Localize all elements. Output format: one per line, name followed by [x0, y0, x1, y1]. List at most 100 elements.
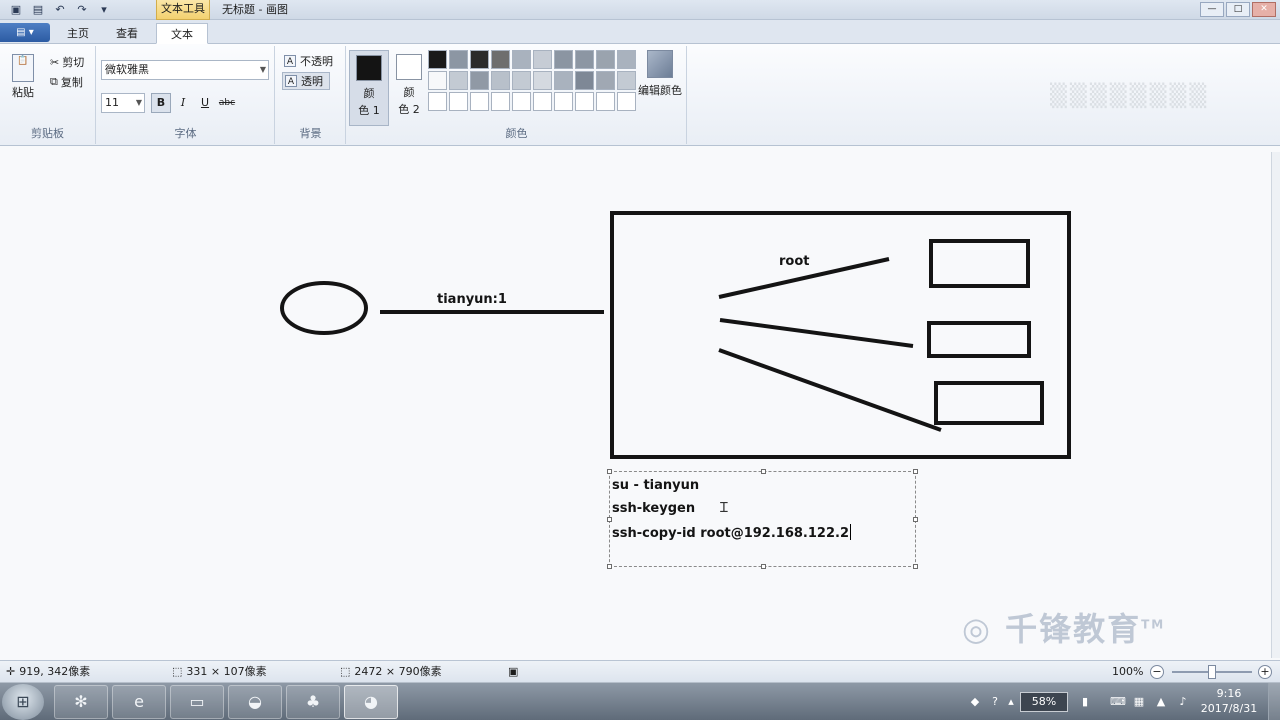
- palette-swatch[interactable]: [491, 92, 510, 111]
- battery-icon[interactable]: ▮: [1081, 695, 1089, 708]
- color-1-button[interactable]: 颜 色 1: [349, 50, 389, 126]
- paint-app-icon[interactable]: ▣: [10, 3, 22, 16]
- resize-handle[interactable]: [913, 564, 918, 569]
- palette-swatch[interactable]: [617, 92, 636, 111]
- palette-swatch[interactable]: [449, 92, 468, 111]
- palette-swatch[interactable]: [554, 71, 573, 90]
- palette-swatch[interactable]: [449, 71, 468, 90]
- font-group-label: 字体: [174, 127, 197, 140]
- drawing-canvas[interactable]: [0, 146, 1270, 660]
- signal-icon[interactable]: ▲: [1156, 695, 1166, 708]
- palette-swatch[interactable]: [428, 50, 447, 69]
- keyboard-icon[interactable]: ⌨: [1110, 695, 1126, 708]
- volume-icon[interactable]: ♪: [1179, 695, 1187, 708]
- taskbar-app-4[interactable]: ◒: [228, 685, 282, 719]
- zoom-slider-thumb[interactable]: [1208, 665, 1216, 679]
- text-box-selection[interactable]: su - tianyun ssh-keygen ssh-copy-id root…: [607, 469, 918, 569]
- palette-swatch[interactable]: [491, 71, 510, 90]
- palette-swatch[interactable]: [428, 92, 447, 111]
- taskbar-app-browser[interactable]: e: [112, 685, 166, 719]
- system-clock[interactable]: 9:16 2017/8/31: [1196, 686, 1262, 716]
- edit-colors-icon: [647, 50, 673, 78]
- palette-swatch[interactable]: [575, 92, 594, 111]
- palette-swatch[interactable]: [512, 71, 531, 90]
- font-size-select[interactable]: 11 ▼: [101, 93, 145, 113]
- resize-handle[interactable]: [913, 517, 918, 522]
- target-box-3: [934, 381, 1044, 425]
- taskbar-app-explorer[interactable]: ▭: [170, 685, 224, 719]
- taskbar-app-5[interactable]: ♣: [286, 685, 340, 719]
- palette-swatch[interactable]: [575, 71, 594, 90]
- bold-button[interactable]: B: [151, 93, 171, 113]
- palette-swatch[interactable]: [596, 50, 615, 69]
- palette-swatch[interactable]: [596, 92, 615, 111]
- watermark-top: ▒▒▒▒▒▒▒▒: [1050, 84, 1210, 109]
- palette-swatch[interactable]: [575, 50, 594, 69]
- transparent-icon: A: [285, 75, 297, 87]
- palette-swatch[interactable]: [470, 92, 489, 111]
- cherry-icon: ♣: [305, 692, 321, 711]
- branch-line-1: [718, 257, 890, 299]
- text-line-1: su - tianyun: [612, 478, 700, 493]
- palette-swatch[interactable]: [470, 71, 489, 90]
- font-family-select[interactable]: 微软雅黑 ▼: [101, 60, 269, 80]
- palette-swatch[interactable]: [554, 92, 573, 111]
- font-family-value: 微软雅黑: [105, 63, 149, 76]
- palette-swatch[interactable]: [533, 50, 552, 69]
- cut-button[interactable]: ✂ 剪切: [50, 54, 84, 70]
- palette-swatch[interactable]: [491, 50, 510, 69]
- zoom-out-button[interactable]: −: [1150, 665, 1164, 679]
- resize-handle[interactable]: [607, 564, 612, 569]
- edit-colors-button[interactable]: 编辑颜色: [636, 50, 684, 98]
- palette-swatch[interactable]: [617, 50, 636, 69]
- copy-button[interactable]: ⧉ 复制: [50, 74, 83, 90]
- redo-icon[interactable]: ↷: [77, 3, 87, 16]
- italic-button[interactable]: I: [180, 96, 186, 109]
- tab-text[interactable]: 文本: [156, 23, 208, 44]
- help-icon[interactable]: ?: [992, 695, 998, 708]
- zoom-in-button[interactable]: +: [1258, 665, 1272, 679]
- opaque-button[interactable]: A 不透明: [282, 52, 340, 70]
- color-2-button[interactable]: 颜 色 2: [389, 50, 429, 126]
- minimize-button[interactable]: —: [1200, 2, 1224, 17]
- palette-swatch[interactable]: [449, 50, 468, 69]
- resize-handle[interactable]: [913, 469, 918, 474]
- show-desktop-button[interactable]: [1268, 683, 1280, 720]
- customize-qat-icon[interactable]: ▾: [101, 3, 107, 16]
- battery-indicator[interactable]: 58%: [1020, 692, 1068, 712]
- vertical-scrollbar[interactable]: [1271, 152, 1280, 658]
- palette-swatch[interactable]: [533, 71, 552, 90]
- palette-swatch[interactable]: [428, 71, 447, 90]
- strikethrough-button[interactable]: abc: [218, 98, 236, 108]
- taskbar-app-1[interactable]: ✻: [54, 685, 108, 719]
- taskbar-app-paint[interactable]: ◕: [344, 685, 398, 719]
- palette-swatch[interactable]: [554, 50, 573, 69]
- palette-swatch[interactable]: [470, 50, 489, 69]
- paste-button[interactable]: 📋 粘贴: [12, 54, 34, 100]
- tab-view[interactable]: 查看: [116, 27, 138, 40]
- maximize-button[interactable]: □: [1226, 2, 1250, 17]
- start-button[interactable]: ⊞: [2, 684, 44, 720]
- font-group: 微软雅黑 ▼ 11 ▼ B I U abc 字体: [97, 46, 275, 144]
- resize-handle[interactable]: [607, 469, 612, 474]
- resize-handle[interactable]: [607, 517, 612, 522]
- tray-arrow-icon[interactable]: ▴: [1008, 695, 1014, 708]
- palette-swatch[interactable]: [512, 50, 531, 69]
- undo-icon[interactable]: ↶: [55, 3, 65, 16]
- palette-swatch[interactable]: [512, 92, 531, 111]
- clipboard-icon: 📋: [12, 54, 34, 82]
- resize-handle[interactable]: [761, 469, 766, 474]
- close-button[interactable]: ✕: [1252, 2, 1276, 17]
- palette-swatch[interactable]: [596, 71, 615, 90]
- canvas-workspace[interactable]: [0, 146, 1280, 660]
- underline-button[interactable]: U: [200, 96, 210, 109]
- resize-handle[interactable]: [761, 564, 766, 569]
- tray-icon-1[interactable]: ◆: [970, 695, 980, 708]
- tab-home[interactable]: 主页: [67, 27, 89, 40]
- transparent-button[interactable]: A 透明: [282, 72, 330, 90]
- palette-swatch[interactable]: [533, 92, 552, 111]
- palette-swatch[interactable]: [617, 71, 636, 90]
- save-icon[interactable]: ▤: [32, 3, 44, 16]
- network-icon[interactable]: ▦: [1133, 695, 1145, 708]
- paint-menu-button[interactable]: ▤ ▾: [0, 23, 50, 42]
